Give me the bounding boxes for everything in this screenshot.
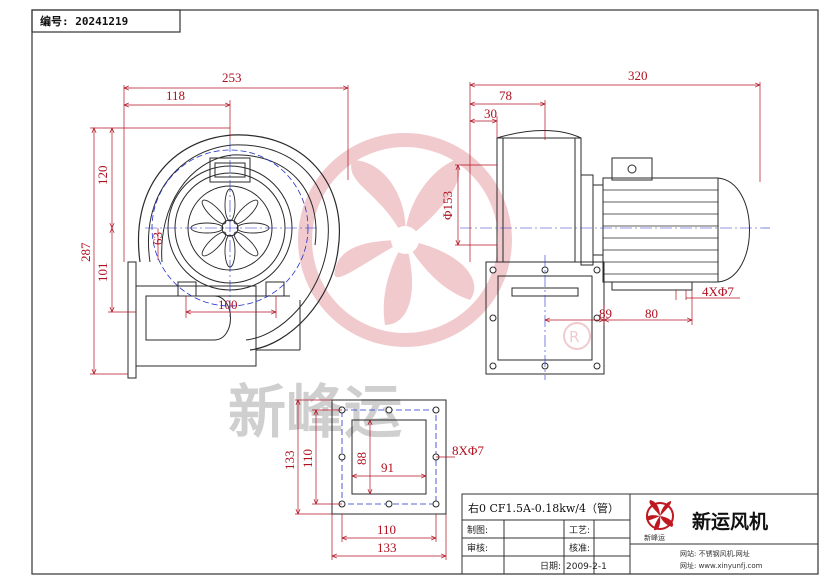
dim-30: 30 [484, 106, 497, 121]
model-number: 右0 CF1.5A-0.18kw/4（管） [468, 501, 619, 515]
sheet-border [31, 9, 819, 575]
drawing-code-box: 编号: 20241219 [31, 9, 181, 33]
date-value: 2009-2-1 [566, 562, 607, 572]
dim-89: 89 [599, 306, 612, 321]
label-craft: 工艺: [569, 525, 590, 536]
front-view-dimensions [455, 82, 760, 325]
dim-253: 253 [222, 70, 242, 85]
title-block [461, 493, 819, 575]
label-date: 日期: [540, 561, 561, 572]
svg-text:R: R [569, 328, 579, 346]
company-name: 新运风机 [692, 510, 768, 533]
dim-118: 118 [166, 88, 185, 103]
dim-flange-width-133: 133 [377, 540, 397, 555]
label-approve: 核准: [569, 542, 590, 554]
dim-dia-153: Φ153 [440, 191, 455, 220]
side-view-dimensions [90, 85, 348, 374]
dim-flange-133: 133 [282, 451, 297, 471]
logo-text: 新峰运 [644, 533, 665, 542]
dim-320: 320 [628, 68, 648, 83]
dim-flange-8x-holes: 8XΦ7 [452, 443, 484, 458]
dim-78: 78 [499, 88, 512, 103]
company-logo [646, 500, 674, 531]
dim-101: 101 [95, 263, 110, 283]
dim-flange-110: 110 [300, 449, 315, 468]
drawing-code: 编号: 20241219 [40, 14, 128, 28]
label-draw: 制图: [467, 524, 488, 536]
dim-287: 287 [78, 242, 93, 262]
footer-line-2: 网址: www.xinyunfj.com [680, 561, 763, 570]
dim-flange-88: 88 [354, 452, 369, 465]
dim-80: 80 [645, 306, 658, 321]
brand-watermark: 新峰运 [228, 378, 402, 446]
side-view [127, 134, 340, 379]
label-review: 审核: [467, 542, 488, 554]
logo-watermark: R [298, 133, 591, 350]
flange-dimensions [295, 400, 455, 560]
dim-63: 63 [150, 232, 165, 245]
dim-flange-91: 91 [381, 460, 394, 475]
dim-flange-width-110: 110 [377, 522, 396, 537]
dim-100: 100 [218, 297, 238, 312]
footer-line-1: 网站: 不锈钢风机.网址 [680, 549, 750, 558]
dim-4x-holes: 4XΦ7 [702, 284, 734, 299]
front-view [460, 130, 770, 380]
dim-120: 120 [95, 166, 110, 186]
